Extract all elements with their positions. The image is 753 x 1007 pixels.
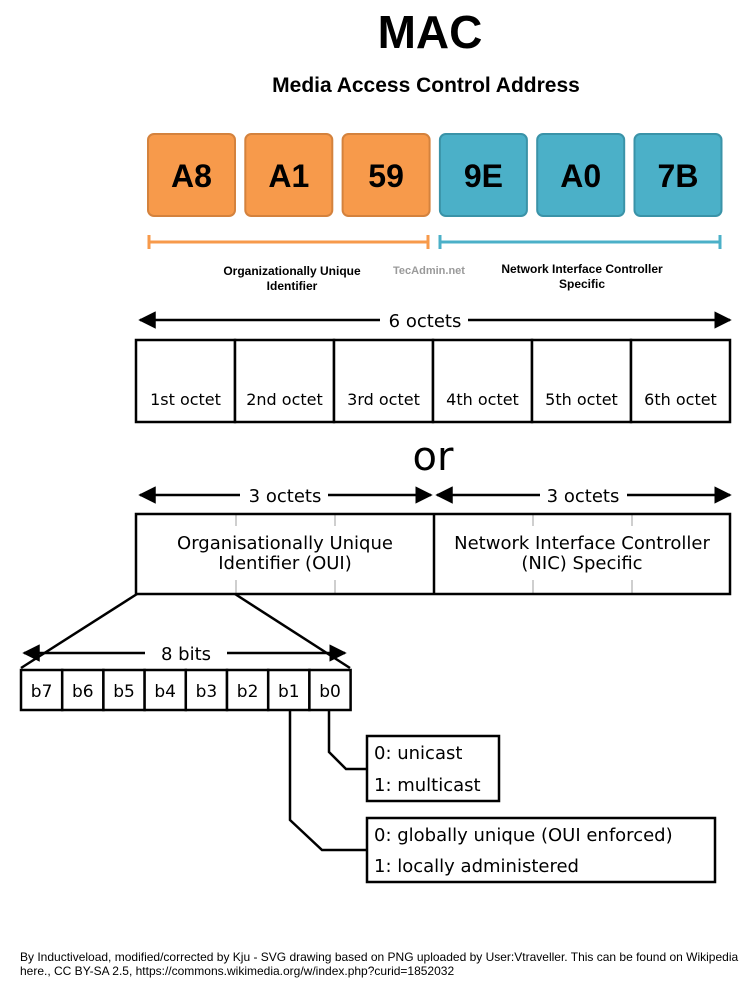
- mac-byte-bg: [244, 133, 334, 217]
- octet-cell: 4th octet: [431, 338, 534, 424]
- bit-cell: b4: [143, 668, 188, 712]
- bit-row: b7 b6 b5 b4 b3 b2 b1 b0: [19, 668, 352, 712]
- nic-label-line1: Network Interface Controller: [501, 262, 663, 276]
- mac-byte-bg: [438, 133, 528, 217]
- bit-label: b0: [319, 682, 341, 702]
- bit-cell: b2: [225, 668, 270, 712]
- mac-byte-value: A8: [171, 158, 212, 194]
- octet-label: 1st octet: [150, 390, 221, 409]
- mac-byte-box: A0: [536, 133, 626, 217]
- bit-cell: b5: [102, 668, 146, 712]
- octet-label: 3rd octet: [347, 390, 420, 409]
- bit-cell: b0: [308, 668, 352, 712]
- expand-line-right: [234, 592, 351, 670]
- bit-label: b4: [154, 682, 176, 702]
- oui-bracket: [147, 235, 430, 249]
- b1-line2: 1: locally administered: [374, 856, 579, 877]
- octet-cell: 3rd octet: [332, 338, 435, 424]
- octet-cell: 6th octet: [629, 338, 732, 424]
- bit-label: b3: [196, 682, 218, 702]
- mac-byte-box: A1: [244, 133, 334, 217]
- bit-cell: b1: [266, 668, 311, 712]
- mac-byte-row: A8 A1 59 9E A0 7B: [147, 133, 723, 217]
- octet-label: 5th octet: [545, 390, 618, 409]
- mac-byte-value: 7B: [658, 158, 699, 194]
- nic-label-backdrop: [438, 526, 726, 580]
- oui-label-line2: Identifier: [267, 279, 318, 293]
- mac-byte-bg: [341, 133, 431, 217]
- nic-bracket: [438, 235, 722, 249]
- octet-cell: 2nd octet: [233, 338, 336, 424]
- right-span-label: 3 octets: [547, 486, 620, 507]
- oui-text-line1: Organisationally Unique: [177, 533, 393, 554]
- left-span-label: 3 octets: [249, 486, 322, 507]
- octet-label: 4th octet: [446, 390, 519, 409]
- bits-label: 8 bits: [161, 644, 211, 665]
- oui-label-backdrop: [142, 526, 428, 580]
- watermark: TecAdmin.net: [393, 265, 465, 277]
- bit-cell: b3: [184, 668, 229, 712]
- mac-byte-value: A1: [268, 158, 309, 194]
- b0-line1: 0: unicast: [374, 743, 462, 764]
- mac-byte-bg: [147, 133, 236, 217]
- octet-row: 1st octet 2nd octet 3rd octet 4th octet 5th …: [134, 338, 732, 424]
- b1-connector: [288, 710, 366, 852]
- page-subtitle: Media Access Control Address: [272, 74, 580, 97]
- mac-byte-value: 59: [368, 158, 404, 194]
- mac-byte-box: A8: [147, 133, 236, 217]
- nic-label-line2: Specific: [559, 277, 605, 291]
- six-octets-label: 6 octets: [389, 311, 462, 332]
- or-label: or: [413, 434, 454, 480]
- mac-byte-bg: [536, 133, 626, 217]
- nic-text-line2: (NIC) Specific: [521, 553, 642, 574]
- octet-label: 6th octet: [644, 390, 717, 409]
- mac-byte-box: 59: [341, 133, 431, 217]
- b0-connector: [327, 710, 366, 771]
- bit-label: b2: [237, 682, 259, 702]
- bit-cell: b6: [60, 668, 105, 712]
- b0-meaning-box: 0: unicast 1: multicast: [365, 734, 501, 803]
- bit-label: b6: [72, 682, 94, 702]
- octet-label: 2nd octet: [246, 390, 323, 409]
- octet-cell: 5th octet: [530, 338, 633, 424]
- expand-line-left: [20, 592, 138, 670]
- mac-byte-box: 7B: [633, 133, 723, 217]
- octet-cell: 1st octet: [134, 338, 237, 424]
- oui-text-line2: Identifier (OUI): [218, 553, 352, 574]
- attribution-credit: By Inductiveload, modified/corrected by …: [20, 950, 739, 978]
- nic-text-line1: Network Interface Controller: [454, 533, 710, 554]
- bit-label: b7: [31, 682, 53, 702]
- b1-meaning-box: 0: globally unique (OUI enforced) 1: loc…: [365, 816, 717, 884]
- bit-label: b1: [278, 682, 300, 702]
- b0-line2: 1: multicast: [374, 775, 481, 796]
- bit-label: b5: [113, 682, 135, 702]
- b1-line1: 0: globally unique (OUI enforced): [374, 825, 673, 846]
- oui-label-line1: Organizationally Unique: [223, 264, 361, 278]
- bit-cell: b7: [19, 668, 64, 712]
- mac-byte-bg: [633, 133, 723, 217]
- mac-byte-box: 9E: [438, 133, 528, 217]
- mac-byte-value: 9E: [464, 158, 503, 194]
- page-title: MAC: [378, 6, 483, 58]
- mac-byte-value: A0: [560, 158, 601, 194]
